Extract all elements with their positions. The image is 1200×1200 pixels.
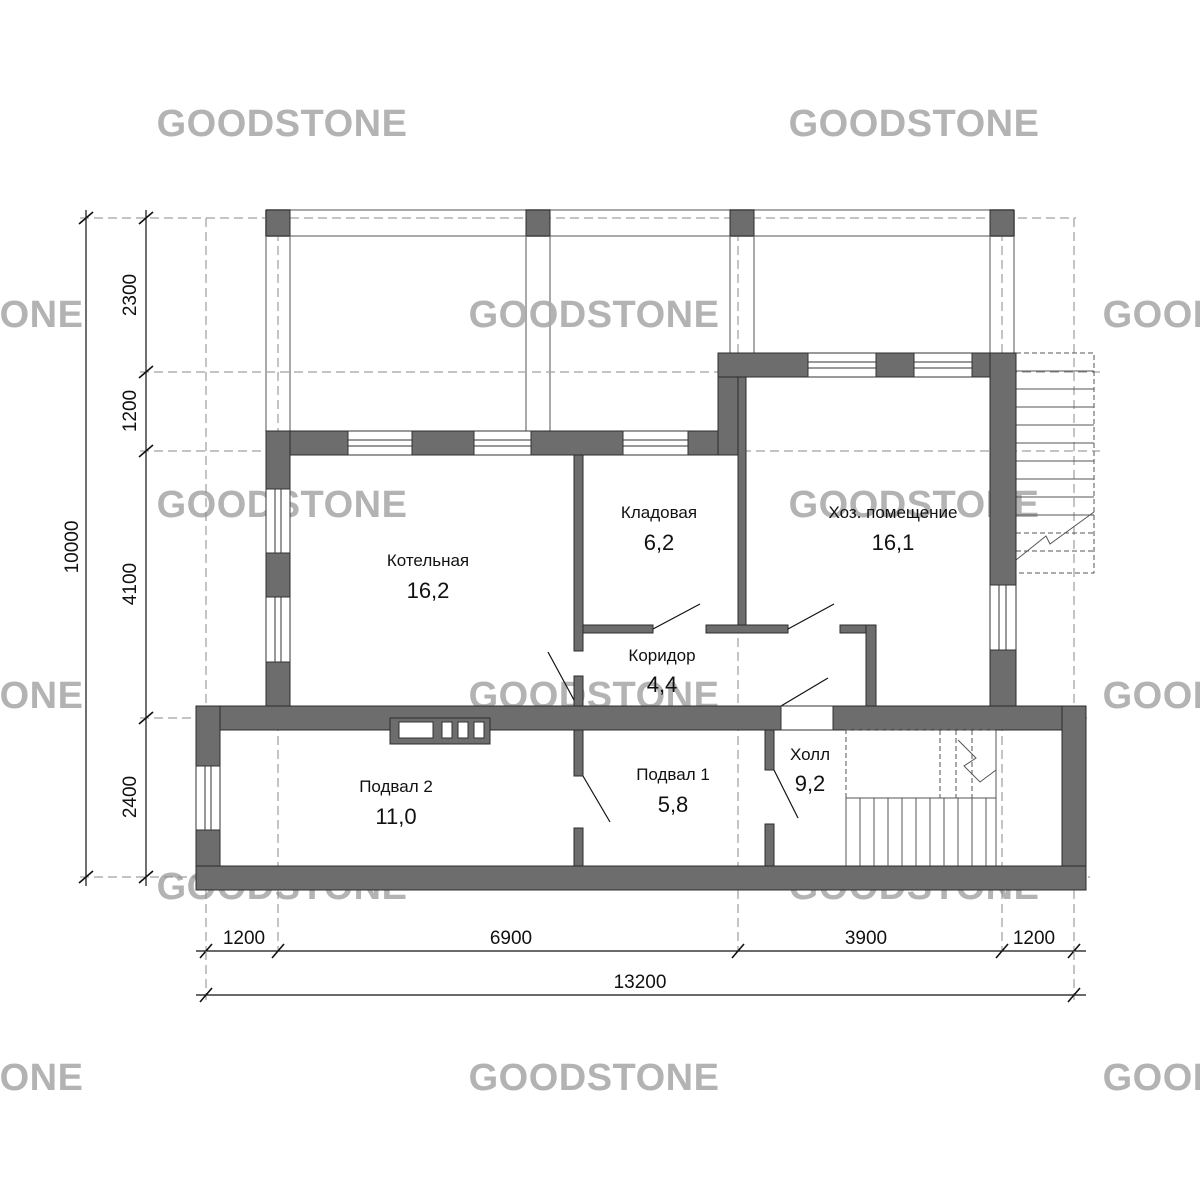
room-area: 11,0 [375, 804, 416, 829]
room-area: 16,2 [407, 578, 450, 603]
room-basement-2: Подвал 2 11,0 [359, 777, 433, 829]
room-name: Коридор [628, 646, 695, 665]
doors [547, 603, 835, 823]
internal-stair [845, 729, 997, 866]
column [265, 209, 291, 237]
entrance-stair [1015, 352, 1095, 574]
room-area: 6,2 [644, 530, 675, 555]
terrace [265, 209, 1015, 431]
door [780, 677, 829, 707]
room-area: 16,1 [872, 530, 915, 555]
door [547, 651, 575, 701]
room-boiler: Котельная 16,2 [387, 551, 469, 603]
column [989, 209, 1015, 237]
dimension-label: 4100 [120, 563, 141, 605]
dimension-label: 1200 [1013, 928, 1055, 949]
watermark: GOODSTONE [789, 103, 1040, 145]
dimension-total: 10000 [62, 521, 83, 574]
column [729, 209, 755, 237]
watermark: GOODSTONE [0, 675, 83, 717]
dimension-label: 2300 [120, 274, 141, 316]
watermark: GOODSTONE [1103, 294, 1200, 336]
watermark: GOODSTONE [1103, 1057, 1200, 1099]
door [773, 769, 799, 819]
room-name: Котельная [387, 551, 469, 570]
door [582, 775, 611, 823]
room-corridor: Коридор 4,4 [628, 646, 695, 697]
watermark: GOODSTONE [0, 294, 83, 336]
room-name: Кладовая [621, 503, 697, 522]
room-basement-1: Подвал 1 5,8 [636, 765, 710, 817]
room-name: Подвал 1 [636, 765, 710, 784]
room-area: 5,8 [658, 792, 689, 817]
dimension-label: 6900 [490, 928, 532, 949]
room-pantry: Кладовая 6,2 [621, 503, 697, 555]
door [787, 603, 835, 630]
window [265, 596, 291, 663]
column [525, 209, 551, 237]
door [652, 603, 701, 630]
dimension-total: 13200 [614, 972, 667, 993]
windows [195, 352, 1017, 831]
watermark: GOODSTONE [157, 103, 408, 145]
vertical-dimensions: 2300 1200 4100 2400 10000 [62, 210, 154, 886]
room-name: Подвал 2 [359, 777, 433, 796]
room-area: 4,4 [647, 672, 678, 697]
window [265, 488, 291, 554]
window [473, 430, 532, 456]
watermark: GOODSTONE [469, 1057, 720, 1099]
room-name: Хоз. помещение [828, 503, 957, 522]
dimension-label: 3900 [845, 928, 887, 949]
room-hall: Холл 9,2 [790, 745, 830, 796]
window [195, 765, 221, 831]
watermarks: GOODSTONE GOODSTONE GOODSTONE GOODSTONE … [0, 103, 1200, 1099]
dimension-label: 2400 [120, 776, 141, 818]
dimension-label: 1200 [120, 390, 141, 432]
watermark: GOODSTONE [469, 294, 720, 336]
walls [195, 352, 1087, 891]
dimension-label: 1200 [223, 928, 265, 949]
room-name: Холл [790, 745, 830, 764]
watermark: GOODSTONE [0, 1057, 83, 1099]
window [989, 584, 1017, 651]
horizontal-dimensions: 1200 6900 3900 1200 13200 [196, 928, 1086, 1003]
window [347, 430, 413, 456]
window [807, 352, 877, 378]
window [622, 430, 689, 456]
watermark: GOODSTONE [1103, 675, 1200, 717]
window [913, 352, 973, 378]
room-utility: Хоз. помещение 16,1 [828, 503, 957, 555]
room-area: 9,2 [795, 771, 826, 796]
